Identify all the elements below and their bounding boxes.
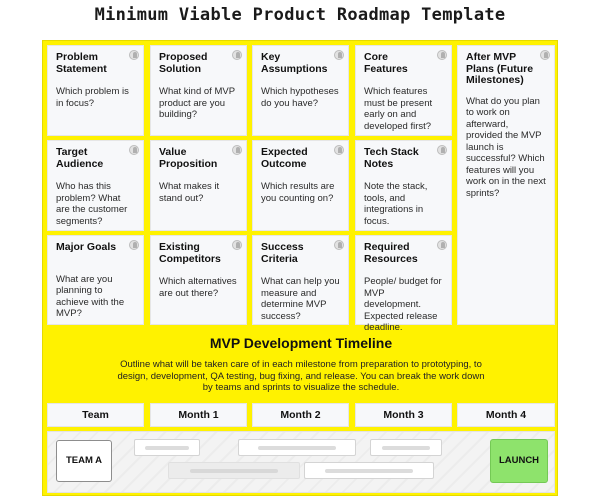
team-a-label[interactable]: TEAM A: [56, 440, 112, 482]
card-text: Which features must be present early on …: [364, 86, 433, 132]
team-a-swimlane: TEAM A LAUNCH: [47, 431, 555, 493]
roadmap-board: Problem Statement Which problem is in fo…: [42, 40, 558, 496]
card-problem-statement[interactable]: Problem Statement Which problem is in fo…: [47, 45, 144, 136]
avatar-icon: [437, 145, 447, 155]
card-title: Core Features: [364, 51, 408, 75]
card-proposed-solution[interactable]: Proposed Solution What kind of MVP produ…: [150, 45, 247, 136]
avatar-icon: [232, 240, 242, 250]
card-text: What can help you measure and determine …: [261, 276, 340, 322]
card-title: Tech Stack Notes: [364, 146, 419, 170]
timeline-header-month-3: Month 3: [355, 403, 452, 427]
task-bar[interactable]: [238, 439, 356, 456]
card-required-resources[interactable]: Required Resources People/ budget for MV…: [355, 235, 452, 333]
card-text: Which problem is in focus?: [56, 86, 129, 109]
card-title: Expected Outcome: [261, 146, 308, 170]
card-text: What makes it stand out?: [159, 181, 220, 204]
card-major-goals[interactable]: Major Goals What are you planning to ach…: [47, 235, 144, 325]
card-tech-stack-notes[interactable]: Tech Stack Notes Note the stack, tools, …: [355, 140, 452, 231]
card-success-criteria[interactable]: Success Criteria What can help you measu…: [252, 235, 349, 325]
avatar-icon: [540, 50, 550, 60]
card-core-features[interactable]: Core Features Which features must be pre…: [355, 45, 452, 136]
card-text: Which hypotheses do you have?: [261, 86, 339, 109]
avatar-icon: [129, 240, 139, 250]
timeline-title: MVP Development Timeline: [209, 335, 393, 351]
card-text: What are you planning to achieve with th…: [56, 273, 125, 320]
card-title: Key Assumptions: [261, 51, 328, 75]
avatar-icon: [334, 50, 344, 60]
page-title: Minimum Viable Product Roadmap Template: [94, 5, 506, 25]
card-text: What do you plan to work on afterward, p…: [466, 95, 546, 199]
card-title: Success Criteria: [261, 241, 304, 265]
card-title: Proposed Solution: [159, 51, 208, 75]
card-target-audience[interactable]: Target Audience Who has this problem? Wh…: [47, 140, 144, 231]
timeline-header-team: Team: [47, 403, 144, 427]
card-text: Which results are you counting on?: [261, 181, 335, 204]
avatar-icon: [437, 50, 447, 60]
timeline-header-month-2: Month 2: [252, 403, 349, 427]
avatar-icon: [232, 145, 242, 155]
card-title: Problem Statement: [56, 51, 107, 75]
card-after-mvp-plans[interactable]: After MVP Plans (Future Milestones) What…: [457, 45, 555, 325]
timeline-description: Outline what will be taken care of in ea…: [117, 359, 485, 393]
launch-milestone[interactable]: LAUNCH: [490, 439, 548, 483]
card-expected-outcome[interactable]: Expected Outcome Which results are you c…: [252, 140, 349, 231]
avatar-icon: [334, 145, 344, 155]
task-bar[interactable]: [370, 439, 442, 456]
card-key-assumptions[interactable]: Key Assumptions Which hypotheses do you …: [252, 45, 349, 136]
card-existing-competitors[interactable]: Existing Competitors Which alternatives …: [150, 235, 247, 325]
avatar-icon: [129, 50, 139, 60]
card-title: After MVP Plans (Future Milestones): [466, 51, 534, 86]
task-bar[interactable]: [168, 462, 300, 479]
card-text: Which alternatives are out there?: [159, 276, 237, 299]
avatar-icon: [232, 50, 242, 60]
card-title: Existing Competitors: [159, 241, 221, 265]
card-text: What kind of MVP product are you buildin…: [159, 86, 235, 120]
card-text: People/ budget for MVP development. Expe…: [364, 276, 442, 333]
avatar-icon: [437, 240, 447, 250]
card-value-proposition[interactable]: Value Proposition What makes it stand ou…: [150, 140, 247, 231]
card-text: Note the stack, tools, and integrations …: [364, 181, 428, 227]
card-title: Target Audience: [56, 146, 104, 170]
timeline-header-month-4: Month 4: [457, 403, 555, 427]
card-title: Major Goals: [56, 241, 117, 253]
card-title: Required Resources: [364, 241, 418, 265]
task-bar[interactable]: [134, 439, 200, 456]
avatar-icon: [334, 240, 344, 250]
timeline-header-month-1: Month 1: [150, 403, 247, 427]
task-bar[interactable]: [304, 462, 434, 479]
avatar-icon: [129, 145, 139, 155]
card-title: Value Proposition: [159, 146, 218, 170]
card-text: Who has this problem? What are the custo…: [56, 181, 128, 227]
